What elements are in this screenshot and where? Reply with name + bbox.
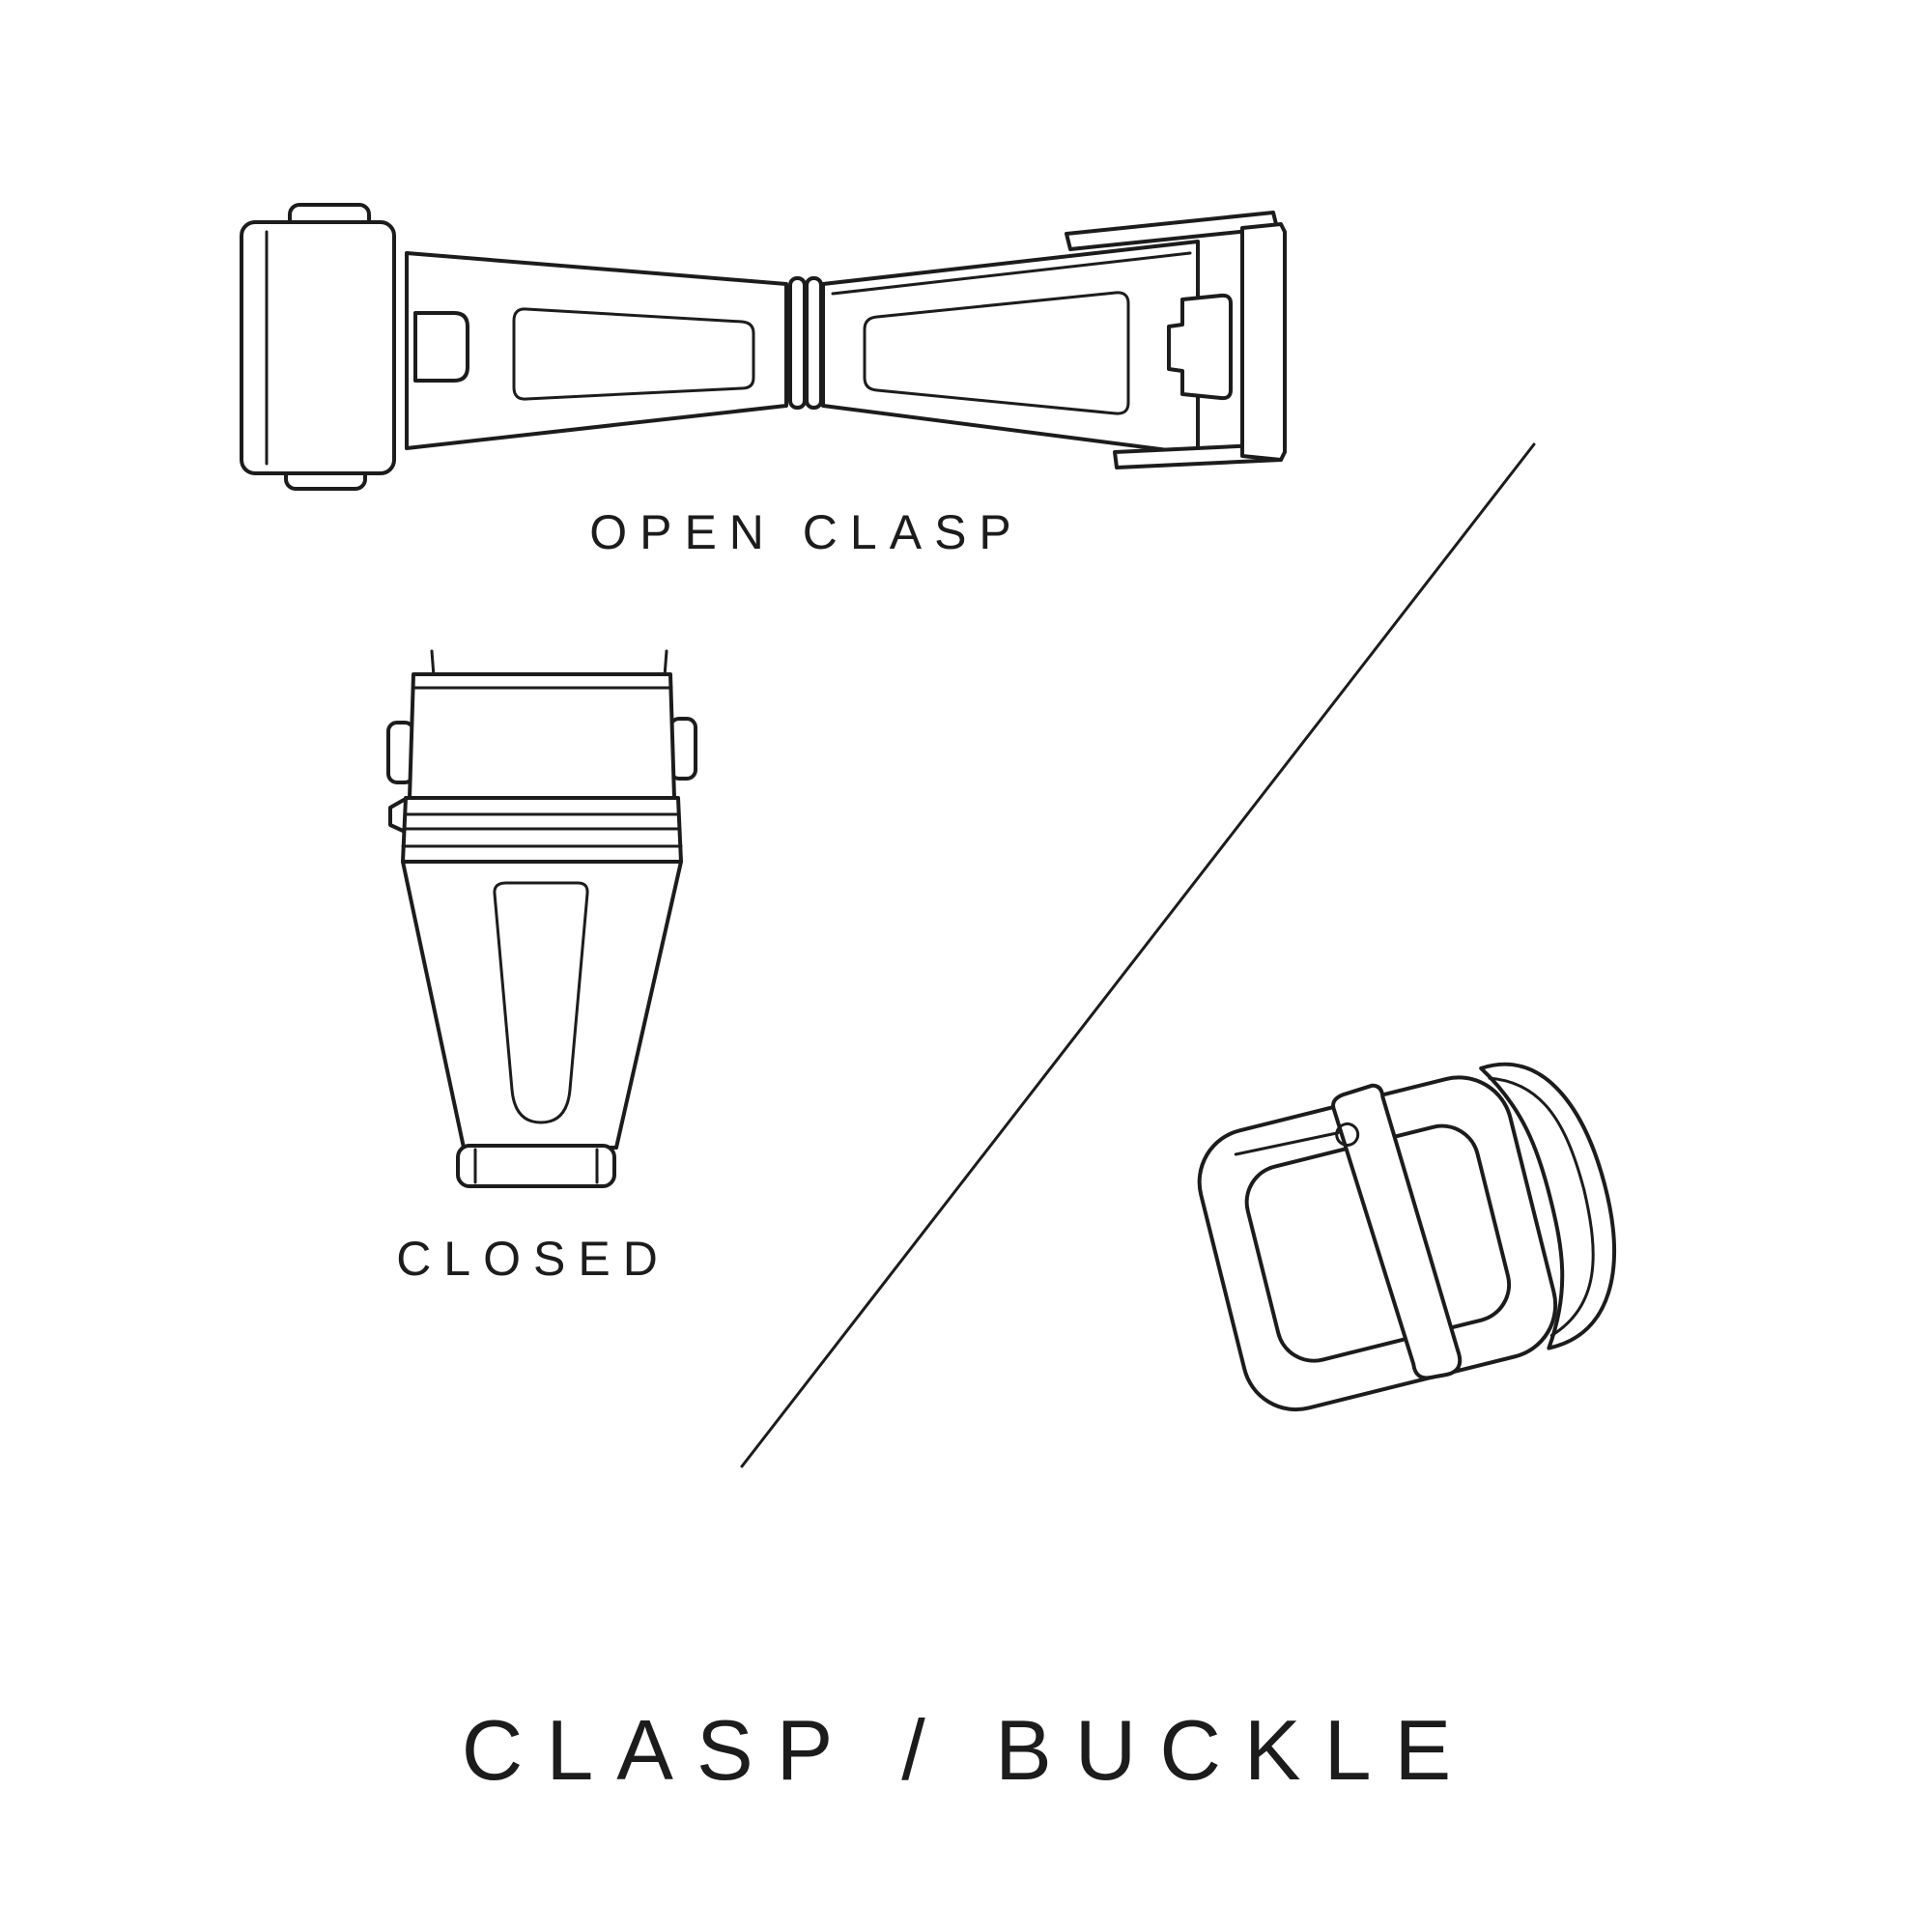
clasp-endlink-top-strip [1065,211,1279,251]
buckle-illustration [1197,1062,1616,1412]
buckle-side-curve [1479,1062,1616,1350]
clasp-latch-cutout [1167,293,1233,401]
diagonal-divider-line [740,442,1536,1468]
open-clasp-label: OPEN CLASP [589,505,1024,559]
clasp-left-plate [405,251,788,450]
closed-clasp-body-inner-outline [493,881,589,1124]
buckle-prong [1331,1083,1463,1380]
closed-clasp-cover [408,672,676,800]
clasp-hook-notch [413,311,469,383]
clasp-hinge-right [805,276,823,410]
buckle-pin [1234,1131,1340,1156]
buckle-side-curve-inner-line [1488,1076,1595,1337]
diagram-title: CLASP / BUCKLE [461,1702,1475,1798]
clasp-end-bar [1240,222,1287,462]
clasp-left-plate-inner-outline [512,307,755,401]
closed-clasp-prong-right [663,649,668,678]
closed-clasp-prong-left [430,649,436,678]
buckle-prong-loop [1335,1122,1360,1147]
clasp-hinge-left [788,276,807,410]
open-clasp-illustration [240,203,1287,491]
closed-clasp-bottom-cap [456,1144,616,1188]
closed-clasp-body [401,860,683,1150]
closed-clasp-band-corner-notch [388,798,406,833]
clasp-right-plate-edge-line [831,251,1192,296]
closed-clasp-label: CLOSED [396,1232,670,1286]
closed-clasp-illustration [386,649,697,1188]
clasp-right-plate-inner-outline [863,291,1130,415]
clasp-end-piece [240,220,396,475]
